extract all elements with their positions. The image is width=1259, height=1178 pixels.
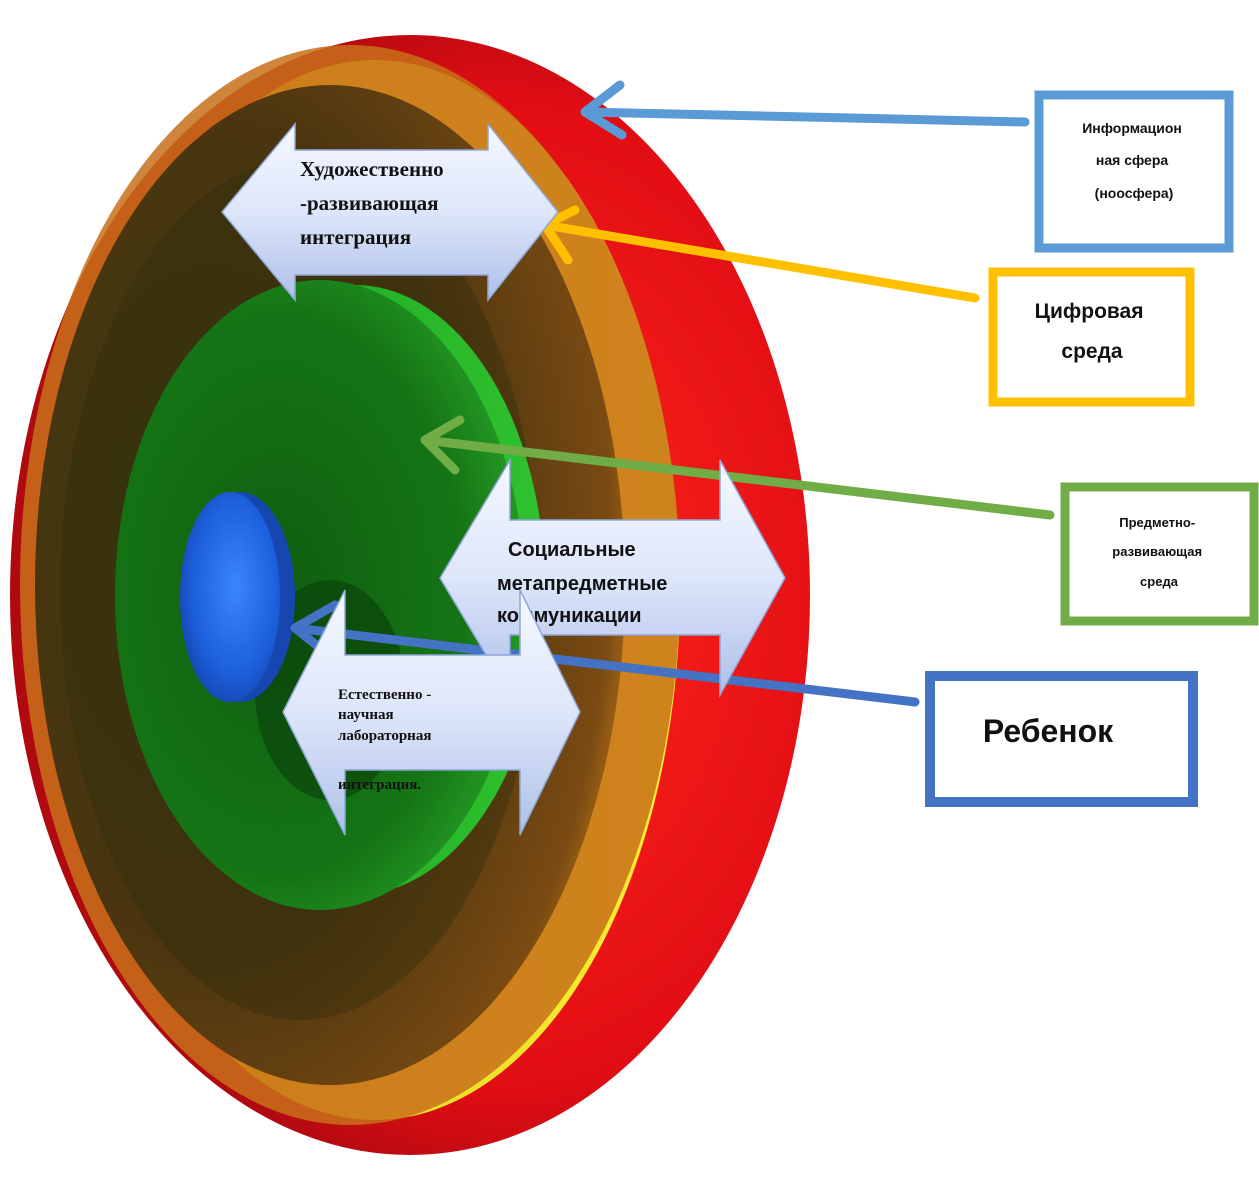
digital-env-label: Цифровая среда bbox=[1035, 300, 1150, 363]
info-connector-arrow bbox=[580, 80, 1030, 140]
natural-line-4: интеграция. bbox=[338, 777, 421, 793]
social-line-2: метапредметные bbox=[497, 573, 667, 595]
social-line-1: Социальные bbox=[508, 539, 636, 561]
social-line-3: коммуникации bbox=[497, 605, 642, 627]
subject-env-box-border bbox=[1060, 482, 1259, 626]
digital-env-box: Цифровая среда bbox=[988, 267, 1195, 407]
artistic-line-3: интеграция bbox=[300, 225, 411, 249]
subject-connector-arrow bbox=[420, 415, 1055, 520]
artistic-line-1: Художественно bbox=[300, 157, 444, 181]
artistic-text: Художественно -развивающая интеграция bbox=[300, 157, 449, 249]
double-arrow-artistic-shape bbox=[221, 121, 559, 303]
blue-core bbox=[180, 492, 280, 702]
natural-line-3: лабораторная bbox=[338, 728, 431, 744]
info-sphere-box: Информацион ная сфера (ноосфера) bbox=[1034, 90, 1234, 253]
child-label: Ребенок bbox=[983, 713, 1114, 749]
digital-env-box-border bbox=[988, 267, 1195, 407]
double-arrow-natural: Естественно - научная лабораторная интег… bbox=[282, 589, 581, 836]
natural-line-2: научная bbox=[338, 707, 394, 723]
natural-text: Естественно - научная лабораторная интег… bbox=[338, 687, 435, 793]
subject-env-box: Предметно- развивающая среда bbox=[1060, 482, 1259, 626]
artistic-line-2: -развивающая bbox=[300, 191, 439, 215]
info-sphere-label: Информацион ная сфера (ноосфера) bbox=[1082, 120, 1186, 201]
double-arrow-natural-shape bbox=[282, 589, 581, 836]
subject-env-label: Предметно- развивающая среда bbox=[1112, 515, 1206, 589]
child-box: Ребенок bbox=[925, 671, 1198, 807]
info-sphere-box-border bbox=[1034, 90, 1234, 253]
double-arrow-artistic: Художественно -развивающая интеграция bbox=[221, 121, 559, 303]
natural-line-1: Естественно - bbox=[338, 687, 431, 703]
child-box-border bbox=[925, 671, 1198, 807]
